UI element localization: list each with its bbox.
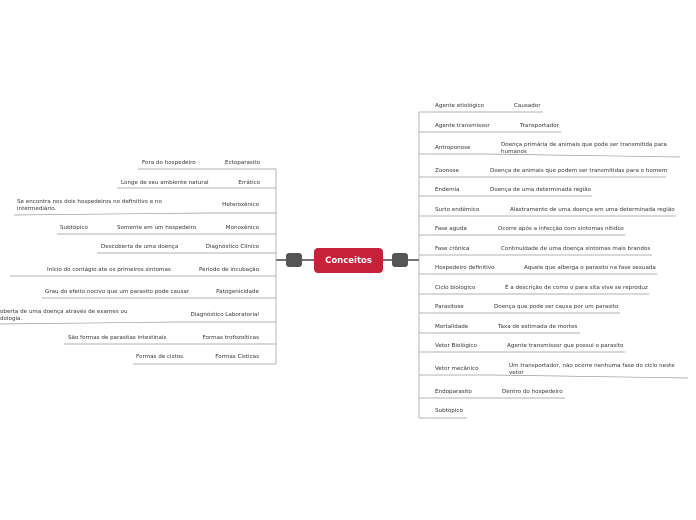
subtopic-antroponose-def[interactable]: Doença primária de animais que pode ser … — [501, 142, 667, 155]
topic-endemia[interactable]: Endemia — [435, 187, 460, 193]
topic-fase-aguda[interactable]: Fase aguda — [435, 226, 467, 232]
topic-monoxenico[interactable]: Monoxênico — [225, 225, 259, 231]
topic-heteroxenico[interactable]: Heteroxênico — [222, 202, 259, 208]
subtopic-patogenicidade-def[interactable]: Grau do efeito nocivo que um parasito po… — [45, 289, 190, 295]
subtopic-subtopico-left[interactable]: Subtópico — [60, 225, 88, 231]
right-collapse-toggle[interactable] — [392, 253, 408, 267]
subtopic-mortalidade-def[interactable]: Taxa de estimada de mortes — [498, 324, 578, 330]
topic-vetor-biologico[interactable]: Vetor Biológico — [435, 343, 477, 349]
topic-diagnostico-clinico[interactable]: Diagnóstico Clínico — [205, 244, 259, 250]
topic-hospedeiro-definitivo[interactable]: Hospedeiro definitivo — [435, 265, 495, 271]
subtopic-fase-aguda-def[interactable]: Ocorre após a infecção com sintomas níti… — [498, 226, 624, 232]
topic-vetor-mecanico[interactable]: Vetor mecânico — [435, 366, 479, 372]
topic-endoparasito[interactable]: Endoparasito — [435, 389, 472, 395]
central-topic[interactable]: Conceitos — [314, 248, 383, 273]
subtopic-endoparasito-def[interactable]: Dentro do hospedeiro — [502, 389, 563, 395]
topic-subtopico[interactable]: Subtópico — [435, 408, 463, 414]
subtopic-surto-def[interactable]: Alastramento de uma doença em uma determ… — [510, 207, 675, 213]
topic-erratico[interactable]: Errático — [238, 180, 260, 186]
topic-zoonose[interactable]: Zoonose — [435, 168, 460, 174]
topic-periodo-incubacao[interactable]: Período de incubação — [198, 267, 259, 273]
subtopic-parasitose-def[interactable]: Doença que pode ser causa por um parasit… — [494, 304, 619, 310]
topic-surto-endemico[interactable]: Surto endêmico — [435, 207, 480, 213]
subtopic-formas-cisticas-def[interactable]: Formas de cistos. — [136, 354, 185, 360]
topic-antroponose[interactable]: Antroponose — [435, 145, 471, 151]
subtopic-formas-trofozoiticas-def[interactable]: São formas de parasitas intestinais — [68, 335, 167, 341]
subtopic-monoxenico-def[interactable]: Somente em um hospedeiro — [117, 225, 197, 231]
subtopic-ectoparasito-def[interactable]: Fora do hospedeiro — [142, 160, 196, 166]
topic-parasitose[interactable]: Parasitose — [435, 304, 464, 310]
topic-ciclo-biologico[interactable]: Ciclo biológico — [435, 285, 476, 291]
subtopic-hospedeiro-def[interactable]: Aquele que alberga o parasito na fase se… — [524, 265, 656, 271]
topic-mortalidade[interactable]: Mortalidade — [435, 324, 469, 330]
topic-ectoparasito[interactable]: Ectoparasito — [224, 160, 260, 166]
subtopic-ciclo-def[interactable]: É a descrição de como o para sita vive s… — [505, 285, 648, 291]
subtopic-endemia-def[interactable]: Doença de uma determinada região — [490, 187, 592, 193]
subtopic-zoonose-def[interactable]: Doença de animais que podem ser transmit… — [490, 168, 668, 174]
topic-formas-trofozoiticas[interactable]: Formas trofozoíticas — [202, 335, 259, 341]
subtopic-erratico-def[interactable]: Longe de seu ambiente natural — [121, 180, 209, 186]
subtopic-causador[interactable]: Causador — [514, 103, 541, 109]
topic-diagnostico-laboratorial[interactable]: Diagnóstico Laboratorial — [190, 312, 259, 318]
subtopic-fase-cronica-def[interactable]: Continuidade de uma doença sintomas mais… — [501, 246, 651, 252]
topic-agente-etiologico[interactable]: Agente etiológico — [435, 103, 484, 109]
subtopic-vetor-biologico-def[interactable]: Agente transmissor que possui o parasito — [507, 343, 624, 349]
subtopic-heteroxenico-def[interactable]: Se encontra nos dois hospedeiros no defi… — [17, 199, 162, 212]
topic-patogenicidade[interactable]: Patogenicidade — [216, 289, 259, 295]
topic-fase-cronica[interactable]: Fase crônica — [435, 246, 470, 252]
topic-formas-cisticas[interactable]: Formas Císticas — [215, 354, 259, 360]
subtopic-diagnostico-clinico-def[interactable]: Descoberta de uma doença — [101, 244, 179, 250]
subtopic-periodo-incubacao-def[interactable]: Inicio do contágio ate os primeiros sint… — [47, 267, 171, 273]
topic-agente-transmissor[interactable]: Agente transmissor — [435, 123, 490, 129]
subtopic-vetor-mecanico-def[interactable]: Um transportador, não ocorre nenhuma fas… — [509, 363, 675, 376]
subtopic-transportador[interactable]: Transportador — [520, 123, 559, 129]
left-collapse-toggle[interactable] — [286, 253, 302, 267]
subtopic-diagnostico-laboratorial-def[interactable]: oberta de uma doença através de exames o… — [0, 309, 128, 322]
